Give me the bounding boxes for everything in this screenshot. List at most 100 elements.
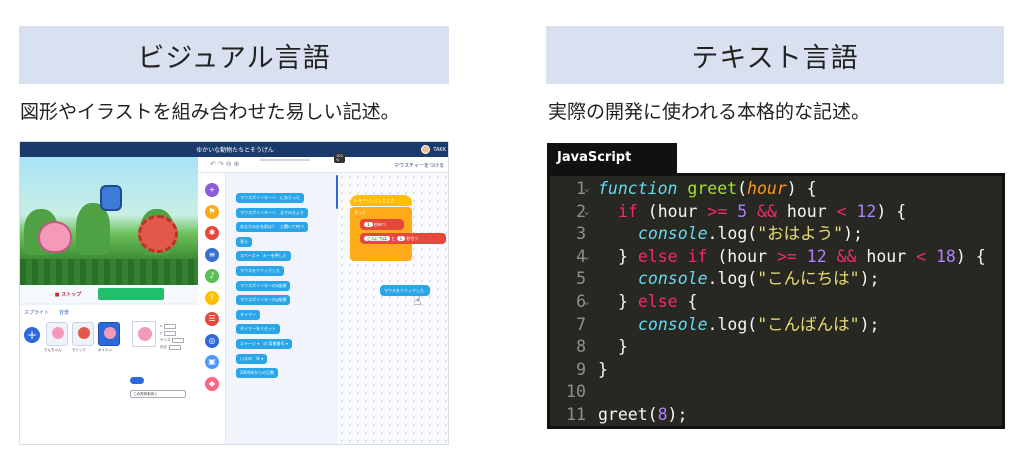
palette-block[interactable]: マウスポインターへ にあたった: [236, 193, 304, 203]
prop-input[interactable]: [164, 330, 177, 336]
stop-button[interactable]: ストップ: [42, 291, 94, 298]
category-button[interactable]: ?: [205, 290, 219, 305]
pink-monster-sprite[interactable]: [38, 221, 72, 253]
code-token: 5: [737, 201, 748, 221]
category-button[interactable]: ♪: [205, 269, 219, 283]
code-token: 12: [806, 246, 827, 266]
sprite-thumbnail[interactable]: [72, 322, 94, 346]
line-number: 7: [576, 314, 586, 334]
code-text-area[interactable]: 1⌄function greet(hour) {2⌄if (hour >= 5 …: [550, 176, 1002, 426]
category-button[interactable]: ⚑: [205, 204, 219, 219]
code-token: [797, 247, 807, 266]
code-text: if (hour >= 5 && hour < 12) {: [618, 201, 906, 224]
sprite-thumbnail-selected[interactable]: [98, 322, 120, 346]
prop-input[interactable]: [172, 337, 185, 343]
undo-redo-icons[interactable]: ↶↷⊖⊕: [210, 160, 242, 168]
code-token: "おはよう": [757, 224, 844, 244]
flag-icon: ▷: [354, 198, 359, 203]
code-token: [747, 202, 757, 221]
sprite-thumbnail[interactable]: [46, 322, 68, 346]
user-menu[interactable]: TAKK: [421, 145, 446, 154]
visibility-toggle[interactable]: [130, 377, 144, 384]
code-area[interactable]: ▷ をクリックしたとき ずっと 1 秒待つ こんにちは と 1 秒言う マウスを…: [338, 173, 448, 444]
palette-block[interactable]: 2000年からの日数: [236, 368, 279, 379]
fold-arrow-icon[interactable]: ⌄: [584, 297, 590, 307]
code-token: .log(: [707, 314, 758, 334]
fold-arrow-icon[interactable]: ⌄: [584, 184, 590, 194]
fold-arrow-icon[interactable]: ⌄: [584, 206, 590, 217]
robot-sprite[interactable]: [100, 185, 122, 211]
code-line: 1⌄function greet(hour) {: [550, 178, 1000, 201]
code-token: ) {: [786, 179, 817, 198]
code-token: [827, 247, 837, 266]
project-button[interactable]: マウスチャーをつける: [394, 163, 444, 169]
fold-arrow-icon[interactable]: ⌄: [584, 251, 590, 262]
project-title: ゆかいな動物たちとそうげん: [196, 147, 274, 154]
palette-block[interactable]: タイマーをリセット: [236, 324, 280, 335]
code-line: 2⌄if (hour >= 5 && hour < 12) {: [550, 201, 1000, 224]
category-button[interactable]: ▣: [205, 355, 219, 369]
palette-block[interactable]: スペース ▾ キーを押した: [236, 251, 291, 262]
line-number: 6: [576, 292, 586, 311]
sprite-properties: x y サイズ 向き: [160, 323, 196, 351]
code-token: [727, 202, 737, 221]
wait-block[interactable]: 1 秒待つ: [360, 219, 404, 230]
direction-select[interactable]: この方向を向く: [130, 390, 186, 398]
text-language-caption: 実際の開発に使われる本格的な記述。: [548, 101, 871, 123]
code-token: else: [637, 292, 678, 311]
say-block[interactable]: こんにちは と 1 秒言う: [360, 233, 446, 244]
sprite-tabs[interactable]: スプライト 背景: [24, 310, 70, 316]
when-clicked-hat-block[interactable]: ▷ をクリックしたとき: [350, 195, 412, 206]
palette-block[interactable]: ステージ ▾ の 背景番号 ▾: [236, 339, 292, 349]
category-button[interactable]: ☰: [205, 312, 219, 326]
add-sprite-button[interactable]: +: [24, 327, 40, 343]
code-text: function greet(hour) {: [598, 178, 817, 201]
palette-block[interactable]: マウスをクリックした: [236, 266, 284, 276]
avatar: [421, 145, 431, 154]
language-tab[interactable]: JavaScript: [547, 143, 677, 173]
stage[interactable]: [20, 157, 198, 285]
prop-input[interactable]: [169, 344, 181, 350]
code-token: (hour: [707, 246, 777, 266]
category-button[interactable]: ◎: [205, 333, 219, 348]
sprite-name: ポイエン: [98, 348, 112, 352]
category-button[interactable]: +: [205, 183, 219, 197]
prop-input[interactable]: [164, 323, 177, 329]
prop-label: x: [160, 324, 163, 328]
line-number: 8: [576, 337, 586, 357]
palette-block[interactable]: マウスポインターへ までのきょり: [236, 207, 308, 218]
line-number: 11: [566, 405, 586, 424]
code-token: (hour: [637, 201, 708, 221]
visual-editor-screenshot: ゆかいな動物たちとそうげん TAKK ストップ スプライト 背景 + りんちゃん…: [19, 141, 449, 445]
code-token: [926, 247, 936, 266]
code-line: 4⌄} else if (hour >= 12 && hour < 18) {: [550, 246, 1000, 269]
category-button[interactable]: ◆: [205, 376, 219, 391]
code-token: [847, 202, 857, 221]
palette-block[interactable]: あなたのお名前は？ と聞いて待つ: [236, 222, 308, 233]
green-flag-button[interactable]: [98, 288, 164, 300]
code-token: console: [638, 314, 708, 334]
code-token: }: [598, 359, 608, 379]
code-token: [677, 179, 687, 198]
code-token: );: [859, 314, 880, 334]
palette-block[interactable]: マウスポインターのx座標: [236, 280, 291, 291]
category-button[interactable]: ≡: [205, 247, 219, 262]
code-text: } else {: [618, 291, 698, 314]
code-token: );: [843, 224, 863, 244]
code-token: }: [618, 292, 638, 311]
palette-block[interactable]: 答え: [236, 236, 252, 247]
palette-block[interactable]: マウスポインターのy座標: [236, 295, 291, 306]
code-text: }: [618, 336, 628, 359]
prop-label: サイズ: [160, 338, 171, 342]
tree-decoration: [76, 203, 110, 255]
palette-block[interactable]: タイマー: [236, 309, 260, 320]
red-hedgehog-sprite[interactable]: [138, 215, 178, 253]
code-token: }: [618, 337, 628, 357]
floating-sensing-block[interactable]: マウスをクリックした: [380, 285, 430, 296]
palette-block[interactable]: いまの 年 ▾: [236, 353, 268, 364]
palette-scrollbar[interactable]: [336, 175, 339, 209]
block-categories: + ⚑ ✱ ≡ ♪? ☰ ◎ ▣ ◆: [198, 173, 226, 444]
category-button[interactable]: ✱: [205, 226, 219, 240]
zoom-slider[interactable]: 100 %: [260, 153, 345, 163]
code-token: 8: [657, 405, 668, 424]
